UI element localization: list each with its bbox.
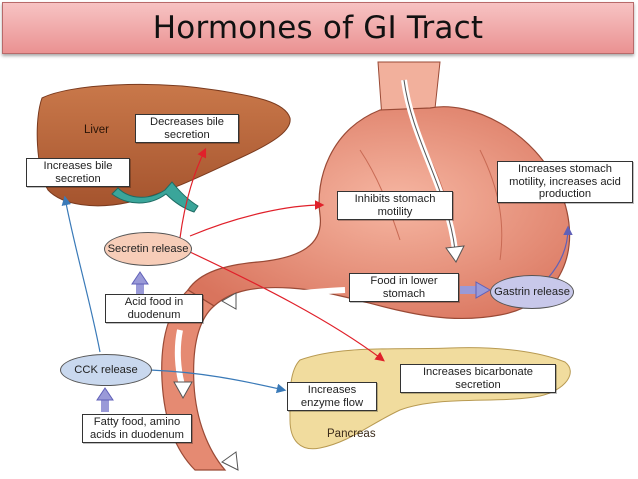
pancreas-label: Pancreas: [327, 428, 376, 440]
increases-bile-box: Increases bile secretion: [26, 158, 130, 187]
secretin-oval: Secretin release: [104, 232, 192, 266]
page-title: Hormones of GI Tract: [152, 10, 484, 46]
gallbladder-shape: [111, 181, 199, 213]
increases-bicarb-box: Increases bicarbonate secretion: [400, 364, 556, 393]
inhibits-motility-box: Inhibits stomach motility: [337, 191, 453, 220]
gastrin-oval: Gastrin release: [490, 275, 574, 309]
fatty-food-box: Fatty food, amino acids in duodenum: [82, 414, 192, 443]
acid-food-box: Acid food in duodenum: [105, 294, 203, 323]
liver-shape: [36, 83, 291, 207]
title-bar: Hormones of GI Tract: [2, 2, 634, 54]
food-lower-box: Food in lower stomach: [349, 273, 459, 302]
liver-label: Liver: [84, 124, 109, 136]
increases-stomach-box: Increases stomach motility, increases ac…: [497, 161, 633, 203]
cck-oval: CCK release: [60, 354, 152, 386]
increases-enzyme-box: Increases enzyme flow: [287, 382, 377, 411]
decreases-bile-box: Decreases bile secretion: [135, 114, 239, 143]
